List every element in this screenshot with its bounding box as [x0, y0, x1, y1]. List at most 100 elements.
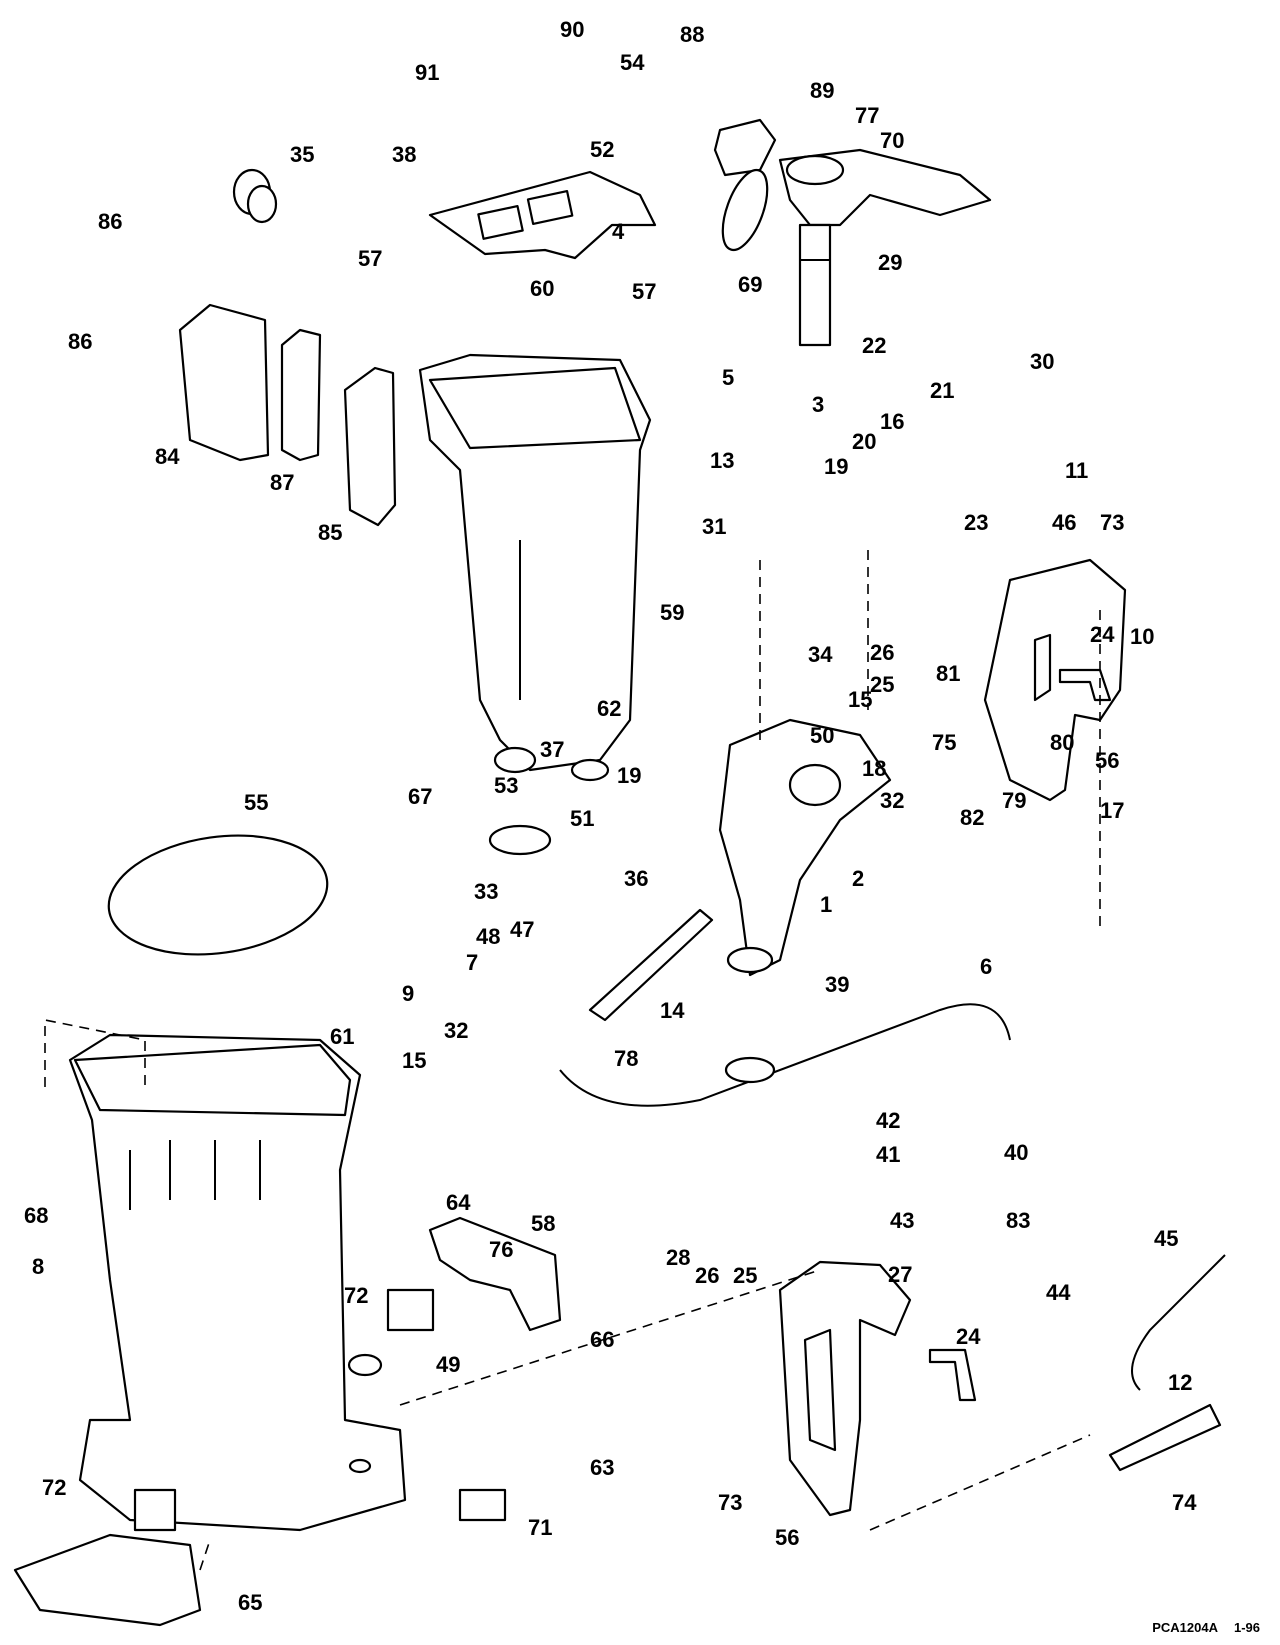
callout-7: 7 [466, 950, 478, 975]
seal-35-inner [246, 184, 278, 224]
callout-19: 19 [617, 763, 641, 788]
callout-21: 21 [930, 378, 954, 403]
callout-86: 86 [98, 209, 122, 234]
callout-54: 54 [620, 50, 645, 75]
callout-84: 84 [155, 444, 180, 469]
callout-41: 41 [876, 1142, 900, 1167]
callout-10: 10 [1130, 624, 1154, 649]
callout-59: 59 [660, 600, 684, 625]
cap-78 [724, 1056, 776, 1084]
callout-48: 48 [476, 924, 500, 949]
callout-79: 79 [1002, 788, 1026, 813]
callout-3: 3 [812, 392, 824, 417]
ring-69 [721, 168, 769, 252]
callout-61: 61 [330, 1024, 354, 1049]
callout-36: 36 [624, 866, 648, 891]
callout-20: 20 [852, 429, 876, 454]
callout-9: 9 [402, 981, 414, 1006]
callout-39: 39 [825, 972, 849, 997]
callout-47: 47 [510, 917, 534, 942]
callout-29: 29 [878, 250, 902, 275]
callout-87: 87 [270, 470, 294, 495]
callout-53: 53 [494, 773, 518, 798]
stern-bracket-27 [778, 1260, 912, 1517]
stern-bracket-23 [983, 558, 1127, 802]
callout-28: 28 [666, 1245, 690, 1270]
callout-37: 37 [540, 737, 564, 762]
drawing-footer: PCA1204A 1-96 [1136, 1620, 1260, 1635]
callout-5: 5 [722, 365, 734, 390]
callout-50: 50 [810, 723, 834, 748]
callout-1: 1 [820, 892, 832, 917]
callout-13: 13 [710, 448, 734, 473]
callout-73: 73 [718, 1490, 742, 1515]
callout-8: 8 [32, 1254, 44, 1279]
callout-25: 25 [733, 1263, 757, 1288]
callout-86: 86 [68, 329, 92, 354]
callout-12: 12 [1168, 1370, 1192, 1395]
callout-45: 45 [1154, 1226, 1178, 1251]
callout-73: 73 [1100, 510, 1124, 535]
lower-housing-61 [68, 1033, 407, 1532]
callout-44: 44 [1046, 1280, 1071, 1305]
cover-84 [178, 303, 270, 462]
callout-33: 33 [474, 879, 498, 904]
callout-56: 56 [775, 1525, 799, 1550]
callout-57: 57 [358, 246, 382, 271]
gasket-87 [280, 328, 322, 462]
mount-64 [428, 1216, 562, 1332]
callout-56: 56 [1095, 748, 1119, 773]
callout-88: 88 [680, 22, 704, 47]
drawing-id: PCA1204A [1152, 1620, 1218, 1635]
callout-83: 83 [1006, 1208, 1030, 1233]
lever-24-lower [928, 1348, 977, 1402]
swivel-bracket-1 [718, 718, 892, 977]
rod-44 [1131, 1254, 1226, 1391]
callout-76: 76 [489, 1237, 513, 1262]
callout-85: 85 [318, 520, 342, 545]
mount-72-lower [133, 1488, 177, 1532]
callout-64: 64 [446, 1190, 471, 1215]
plug-49 [347, 1353, 383, 1377]
callout-19: 19 [824, 454, 848, 479]
callout-25: 25 [870, 672, 894, 697]
callout-22: 22 [862, 333, 886, 358]
callout-46: 46 [1052, 510, 1076, 535]
callout-14: 14 [660, 998, 685, 1023]
callout-38: 38 [392, 142, 416, 167]
callout-65: 65 [238, 1590, 262, 1615]
callout-43: 43 [890, 1208, 914, 1233]
callout-70: 70 [880, 128, 904, 153]
callout-60: 60 [530, 276, 554, 301]
gasket-85 [343, 366, 397, 527]
callout-89: 89 [810, 78, 834, 103]
callout-2: 2 [852, 866, 864, 891]
callout-63: 63 [590, 1455, 614, 1480]
callout-49: 49 [436, 1352, 460, 1377]
callout-77: 77 [855, 103, 879, 128]
callout-42: 42 [876, 1108, 900, 1133]
callout-23: 23 [964, 510, 988, 535]
callout-51: 51 [570, 806, 594, 831]
callout-69: 69 [738, 272, 762, 297]
drawing-revision: 1-96 [1233, 1620, 1260, 1635]
callout-75: 75 [932, 730, 956, 755]
exhaust-housing-59 [418, 353, 652, 782]
callout-82: 82 [960, 805, 984, 830]
callout-24: 24 [1090, 622, 1115, 647]
callout-90: 90 [560, 17, 584, 42]
callout-68: 68 [24, 1203, 48, 1228]
callout-52: 52 [590, 137, 614, 162]
callout-62: 62 [597, 696, 621, 721]
callout-74: 74 [1172, 1490, 1197, 1515]
callout-57: 57 [632, 279, 656, 304]
mount-72 [386, 1288, 435, 1332]
callout-32: 32 [880, 788, 904, 813]
callout-11: 11 [1065, 458, 1088, 483]
callout-26: 26 [695, 1263, 719, 1288]
callout-40: 40 [1004, 1140, 1028, 1165]
callout-72: 72 [42, 1475, 66, 1500]
